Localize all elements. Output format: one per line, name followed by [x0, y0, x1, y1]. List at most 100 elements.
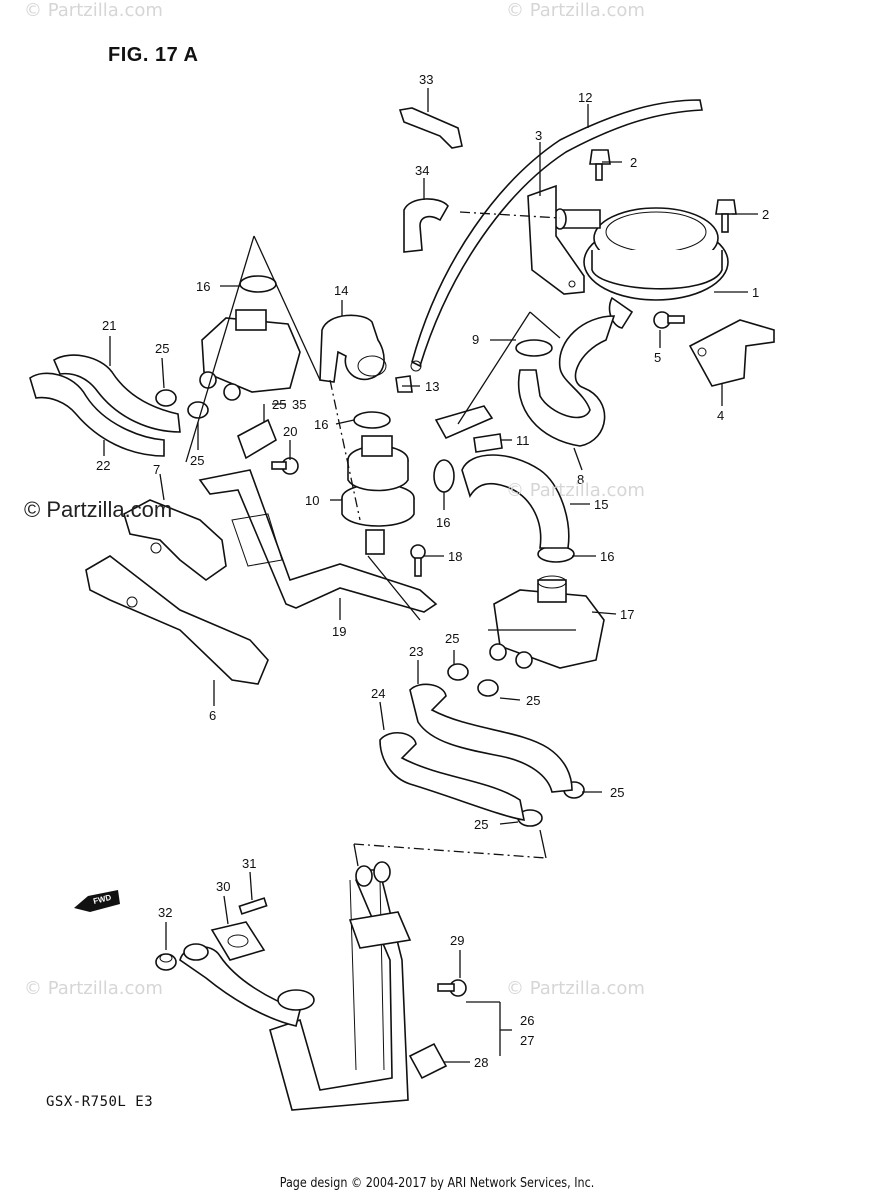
label-30[interactable]: 30 — [216, 879, 230, 894]
pipe-assembly-26-27[interactable] — [179, 861, 412, 1111]
label-1[interactable]: 1 — [752, 285, 759, 300]
bracket-7-hole — [150, 542, 162, 554]
label-22[interactable]: 22 — [96, 458, 110, 473]
label-25-e[interactable]: 25 — [610, 785, 624, 800]
watermark-main: © Partzilla.com — [24, 497, 173, 522]
hose-22[interactable] — [29, 372, 165, 457]
bracket-19-window — [231, 513, 283, 567]
screw-5[interactable] — [653, 311, 685, 329]
label-8[interactable]: 8 — [577, 472, 584, 487]
pad-28[interactable] — [408, 1042, 448, 1080]
label-35[interactable]: 35 — [292, 397, 306, 412]
label-33[interactable]: 33 — [419, 72, 433, 87]
label-24[interactable]: 24 — [371, 686, 385, 701]
hose-14-end — [357, 355, 387, 377]
bolt-29[interactable] — [437, 979, 467, 997]
clamp-16-b[interactable] — [353, 411, 391, 429]
bolt-2-a[interactable] — [589, 149, 611, 181]
clamp-25-d[interactable] — [477, 679, 499, 697]
label-26[interactable]: 26 — [520, 1013, 534, 1028]
label-2-b[interactable]: 2 — [762, 207, 769, 222]
label-16-d[interactable]: 16 — [600, 549, 614, 564]
clamp-25-b[interactable] — [187, 401, 209, 419]
hose-21[interactable] — [52, 354, 181, 433]
label-25-c[interactable]: 25 — [445, 631, 459, 646]
figure-title: FIG. 17 A — [108, 44, 199, 66]
bracket-7[interactable] — [123, 499, 227, 581]
watermark-mid-right: © Partzilla.com — [506, 480, 645, 501]
hose-23[interactable] — [409, 683, 573, 793]
hose-14[interactable] — [319, 314, 385, 383]
label-28[interactable]: 28 — [474, 1055, 488, 1070]
label-25-f[interactable]: 25 — [474, 817, 488, 832]
hose-24[interactable] — [379, 732, 526, 821]
label-13[interactable]: 13 — [425, 379, 439, 394]
bracket-11 — [434, 405, 494, 440]
label-34[interactable]: 34 — [415, 163, 429, 178]
gasket-30[interactable] — [210, 921, 266, 961]
label-17[interactable]: 17 — [620, 607, 634, 622]
hose-11[interactable] — [473, 433, 503, 453]
label-31[interactable]: 31 — [242, 856, 256, 871]
label-14[interactable]: 14 — [334, 283, 348, 298]
hose-34[interactable] — [403, 198, 449, 253]
clamp-33[interactable] — [398, 107, 463, 149]
label-25-b[interactable]: 25 — [190, 453, 204, 468]
bolt-2-b[interactable] — [715, 199, 737, 233]
fwd-arrow-icon: FWD — [74, 890, 120, 912]
watermark-bottom-left: © Partzilla.com — [24, 978, 163, 999]
watermark-top-left: © Partzilla.com — [24, 0, 163, 21]
label-7[interactable]: 7 — [153, 462, 160, 477]
valve-10[interactable] — [341, 435, 415, 555]
label-15[interactable]: 15 — [594, 497, 608, 512]
label-19[interactable]: 19 — [332, 624, 346, 639]
bracket-6[interactable] — [85, 555, 269, 685]
label-12[interactable]: 12 — [578, 90, 592, 105]
label-10[interactable]: 10 — [305, 493, 319, 508]
hose-15[interactable] — [461, 454, 570, 549]
label-21[interactable]: 21 — [102, 318, 116, 333]
nut-32[interactable] — [155, 953, 177, 971]
label-16-b[interactable]: 16 — [314, 417, 328, 432]
label-27[interactable]: 27 — [520, 1033, 534, 1048]
watermark-top-right: © Partzilla.com — [506, 0, 645, 21]
label-29[interactable]: 29 — [450, 933, 464, 948]
label-23[interactable]: 23 — [409, 644, 423, 659]
clamp-16-a[interactable] — [239, 275, 277, 293]
bracket-19[interactable] — [198, 469, 438, 613]
clamp-9[interactable] — [515, 339, 553, 357]
label-11[interactable]: 11 — [516, 433, 530, 448]
label-6[interactable]: 6 — [209, 708, 216, 723]
label-4[interactable]: 4 — [717, 408, 724, 423]
screw-20[interactable] — [271, 457, 299, 475]
bracket-3[interactable] — [527, 184, 585, 295]
label-32[interactable]: 32 — [158, 905, 172, 920]
label-25-d[interactable]: 25 — [526, 693, 540, 708]
label-16-c[interactable]: 16 — [436, 515, 450, 530]
label-2-a[interactable]: 2 — [630, 155, 637, 170]
part-labels: 1 2 2 3 4 5 6 7 8 9 10 11 12 13 14 15 16… — [96, 72, 769, 1070]
label-5[interactable]: 5 — [654, 350, 661, 365]
clamp-25-c[interactable] — [447, 663, 469, 681]
screw-18[interactable] — [410, 544, 426, 577]
label-20[interactable]: 20 — [283, 424, 297, 439]
reed-valve-17[interactable] — [489, 575, 605, 669]
label-25-a[interactable]: 25 — [155, 341, 169, 356]
label-16-a[interactable]: 16 — [196, 279, 210, 294]
svg-text:FWD: FWD — [92, 893, 112, 906]
reed-valve-upper[interactable] — [199, 309, 301, 401]
stud-31[interactable] — [238, 897, 268, 915]
label-3[interactable]: 3 — [535, 128, 542, 143]
bracket-4[interactable] — [688, 319, 775, 387]
hose-8[interactable] — [517, 315, 616, 447]
label-9[interactable]: 9 — [472, 332, 479, 347]
clamp-16-c[interactable] — [433, 459, 455, 493]
hose-12[interactable] — [411, 99, 703, 368]
label-18[interactable]: 18 — [448, 549, 462, 564]
clamp-13[interactable] — [395, 375, 413, 393]
clamp-25-a[interactable] — [155, 389, 177, 407]
pad-35[interactable] — [237, 418, 277, 460]
label-25-g[interactable]: 25 — [272, 397, 286, 412]
valve-1[interactable] — [553, 207, 729, 329]
